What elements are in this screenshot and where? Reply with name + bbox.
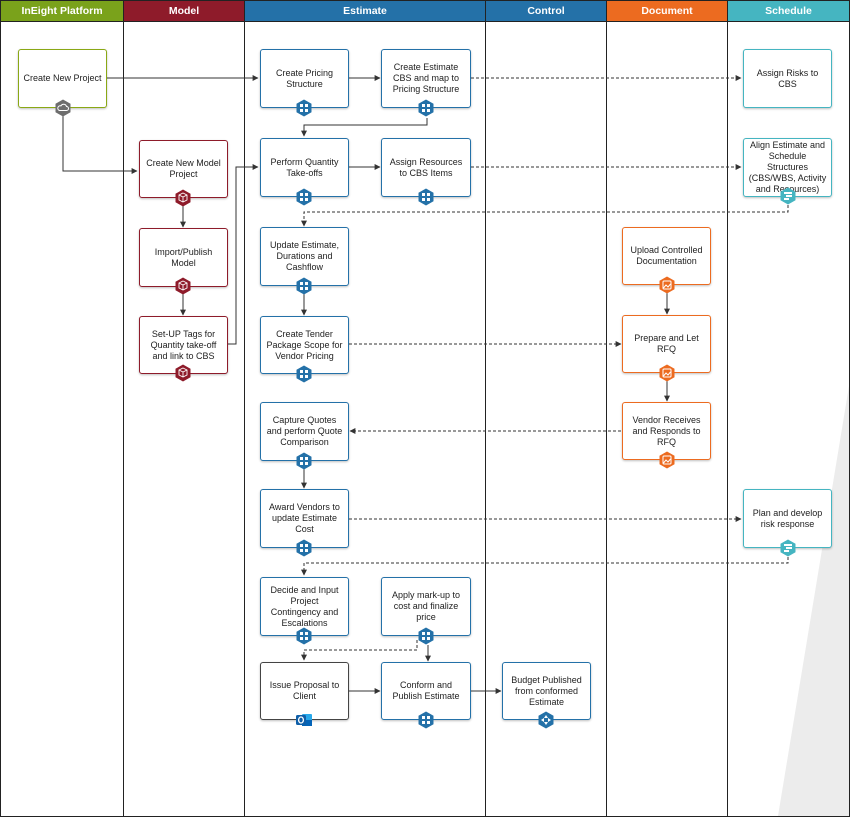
node-label: Assign Risks to CBS [756,67,819,89]
node-label: Set-UP Tags for Quantity take-off and li… [150,328,217,361]
grid-calculator-icon [295,277,313,295]
node-label: Upload Controlled Documentation [630,245,703,266]
node-label: Create New Project [23,73,102,83]
grid-calculator-icon [295,627,313,645]
connector-dashed [301,557,789,576]
node-update-estimate[interactable]: Update Estimate, Durations and Cashflow [260,227,349,286]
grid-calculator-icon [417,99,435,117]
node-issue-proposal[interactable]: Issue Proposal to Client [260,662,349,720]
node-label: Issue Proposal to Client [269,680,340,701]
cube-icon [174,277,192,295]
node-create-new-model-project[interactable]: Create New Model Project [139,140,228,198]
node-vendor-receives[interactable]: Vendor Receives and Responds to RFQ [622,402,711,460]
node-label: Create New Model Project [146,158,221,179]
node-label: Conform and Publish Estimate [392,680,460,701]
outlook-icon [295,711,313,729]
grid-calculator-icon [417,627,435,645]
cloud-icon [54,99,72,117]
node-award-vendors[interactable]: Award Vendors to update Estimate Cost [260,489,349,548]
node-label: Create Tender Package Scope for Vendor P… [266,328,343,361]
node-label: Vendor Receives and Responds to RFQ [632,414,701,447]
node-create-new-project[interactable]: Create New Project [18,49,107,108]
node-apply-markup[interactable]: Apply mark-up to cost and finalize price [381,577,471,636]
node-label: Award Vendors to update Estimate Cost [269,502,340,534]
node-label: Import/Publish Model [154,246,213,268]
lane-header-control: Control [486,1,606,21]
grid-calculator-icon [295,539,313,557]
grid-calculator-icon [295,188,313,206]
node-label: Budget Published from conformed Estimate [511,674,582,707]
picture-icon [658,364,676,382]
grid-calculator-icon [417,188,435,206]
lane-header-inEight-platform: InEight Platform [1,1,123,21]
node-label: Update Estimate, Durations and Cashflow [269,240,340,272]
node-label: Plan and develop risk response [752,507,823,529]
node-label: Create Pricing Structure [275,67,334,89]
node-label: Create Estimate CBS and map to Pricing S… [392,62,460,94]
node-decide-contingency[interactable]: Decide and Input Project Contingency and… [260,577,349,636]
node-create-estimate-cbs[interactable]: Create Estimate CBS and map to Pricing S… [381,49,471,108]
connector [301,118,428,137]
lane-header-schedule: Schedule [728,1,849,21]
gantt-icon [779,187,797,205]
arrows-icon [537,711,555,729]
node-upload-controlled[interactable]: Upload Controlled Documentation [622,227,711,285]
connector [62,116,138,174]
node-perform-quantity-takeoffs[interactable]: Perform Quantity Take-offs [260,138,349,197]
cube-icon [174,189,192,207]
node-create-pricing-structure[interactable]: Create Pricing Structure [260,49,349,108]
cube-icon [174,364,192,382]
background-band [778,380,850,816]
node-label: Assign Resources to CBS Items [389,156,463,178]
connector-dashed [301,640,418,661]
connector-dashed [301,205,789,227]
grid-calculator-icon [295,365,313,383]
picture-icon [658,276,676,294]
node-plan-risk-response[interactable]: Plan and develop risk response [743,489,832,548]
node-label: Apply mark-up to cost and finalize price [391,590,461,622]
picture-icon [658,451,676,469]
node-assign-resources[interactable]: Assign Resources to CBS Items [381,138,471,197]
node-label: Perform Quantity Take-offs [270,156,339,178]
node-assign-risks[interactable]: Assign Risks to CBS [743,49,832,108]
node-label: Decide and Input Project Contingency and… [270,584,339,628]
grid-calculator-icon [295,99,313,117]
node-label: Capture Quotes and perform Quote Compari… [266,415,343,447]
lane-header-model: Model [124,1,244,21]
lane-header-document: Document [607,1,727,21]
node-import-publish-model[interactable]: Import/Publish Model [139,228,228,287]
grid-calculator-icon [417,711,435,729]
connector [228,164,259,345]
node-label: Prepare and Let RFQ [634,333,699,354]
grid-calculator-icon [295,452,313,470]
gantt-icon [779,539,797,557]
node-set-up-tags[interactable]: Set-UP Tags for Quantity take-off and li… [139,316,228,374]
lane-header-estimate: Estimate [245,1,485,21]
node-capture-quotes[interactable]: Capture Quotes and perform Quote Compari… [260,402,349,461]
